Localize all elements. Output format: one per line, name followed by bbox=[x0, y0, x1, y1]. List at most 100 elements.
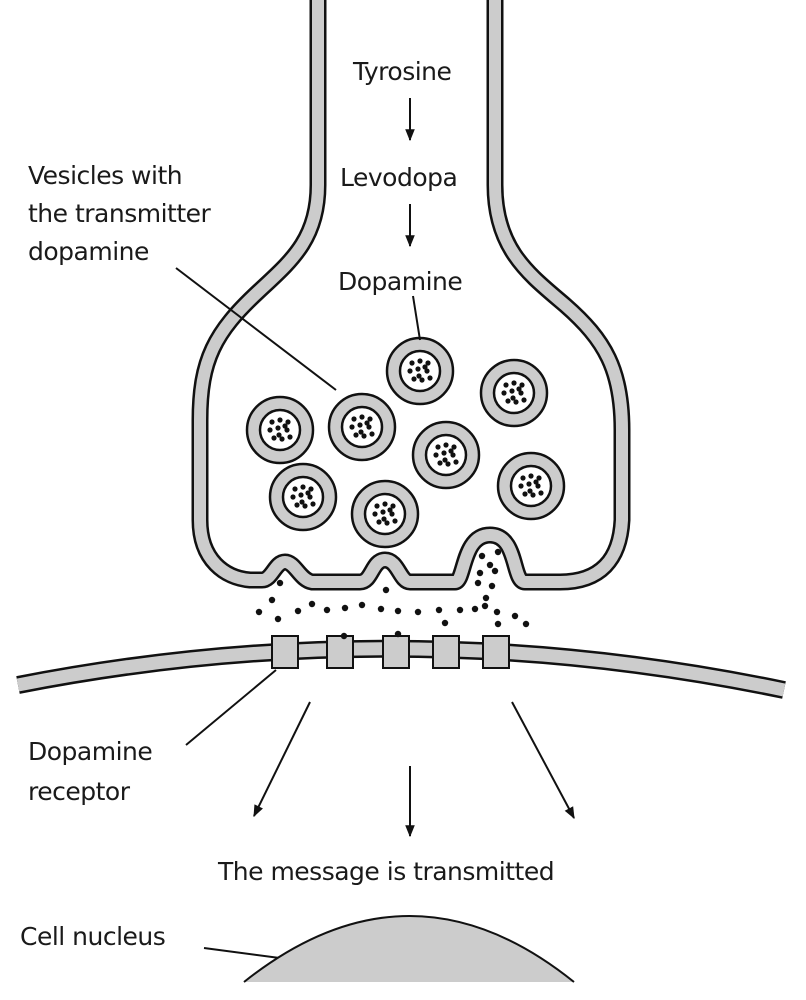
dopamine-molecule bbox=[387, 507, 393, 513]
dopamine-molecule bbox=[422, 364, 428, 370]
dopamine-molecule bbox=[299, 499, 305, 505]
dopamine-molecule bbox=[407, 368, 413, 374]
dopamine-molecule bbox=[536, 475, 542, 481]
dopamine-molecule bbox=[417, 358, 423, 364]
dopamine-molecule bbox=[509, 388, 515, 394]
dopamine-molecule bbox=[442, 457, 448, 463]
dopamine-molecule bbox=[513, 399, 519, 405]
dopamine-molecule bbox=[382, 586, 390, 594]
dopamine-molecule bbox=[518, 390, 524, 396]
dopamine-molecule bbox=[488, 582, 496, 590]
dopamine-molecule bbox=[510, 395, 516, 401]
vesicle-lumen bbox=[509, 464, 553, 508]
dopamine-molecule bbox=[522, 620, 530, 628]
label-vesicles-line2: the transmitter bbox=[28, 199, 212, 228]
dopamine-molecule bbox=[451, 444, 457, 450]
dopamine-molecule bbox=[341, 604, 349, 612]
dopamine-molecule bbox=[351, 416, 357, 422]
dopamine-molecule bbox=[503, 382, 509, 388]
dopamine-molecule bbox=[519, 382, 525, 388]
dopamine-molecule bbox=[366, 424, 372, 430]
dopamine-molecule bbox=[516, 386, 522, 392]
dopamine-molecule bbox=[298, 492, 304, 498]
dopamine-molecule bbox=[493, 608, 501, 616]
dopamine-molecule bbox=[394, 630, 402, 638]
dopamine-molecule bbox=[415, 366, 421, 372]
dopamine-molecule bbox=[307, 494, 313, 500]
dopamine-molecule bbox=[425, 360, 431, 366]
dopamine-molecule bbox=[310, 501, 316, 507]
dopamine-molecule bbox=[526, 481, 532, 487]
dopamine-molecule bbox=[323, 606, 331, 614]
label-receptor-line1: Dopamine bbox=[28, 737, 152, 766]
dopamine-molecule bbox=[533, 479, 539, 485]
dopamine-molecule bbox=[357, 422, 363, 428]
dopamine-molecule bbox=[349, 424, 355, 430]
dopamine-molecule bbox=[367, 416, 373, 422]
dopamine-molecule bbox=[279, 436, 285, 442]
dopamine-molecule bbox=[382, 501, 388, 507]
label-dopamine: Dopamine bbox=[338, 267, 462, 296]
vesicle-lumen bbox=[281, 475, 325, 519]
dopamine-molecule bbox=[284, 427, 290, 433]
dopamine-molecule bbox=[445, 461, 451, 467]
vesicle bbox=[245, 395, 315, 465]
dopamine-molecule bbox=[358, 429, 364, 435]
dopamine-molecule bbox=[450, 452, 456, 458]
dopamine-molecule bbox=[437, 460, 443, 466]
vesicles bbox=[245, 336, 566, 549]
vesicle-lumen bbox=[258, 408, 302, 452]
dopamine-molecule bbox=[390, 503, 396, 509]
vesicle bbox=[268, 462, 338, 532]
label-receptor-line2: receptor bbox=[28, 777, 131, 806]
dopamine-molecule bbox=[471, 605, 479, 613]
vesicle bbox=[385, 336, 455, 406]
dopamine-molecule bbox=[505, 398, 511, 404]
dopamine-molecule bbox=[522, 491, 528, 497]
dopamine-molecule bbox=[414, 608, 422, 616]
dopamine-molecule bbox=[372, 511, 378, 517]
dopamine-molecule bbox=[277, 417, 283, 423]
dopamine-molecule bbox=[478, 552, 486, 560]
dopamine-molecule bbox=[268, 596, 276, 604]
signal-arrow-left bbox=[253, 701, 311, 818]
cell-nucleus-outline bbox=[243, 915, 575, 983]
dopamine-molecule bbox=[302, 503, 308, 509]
dopamine-molecule bbox=[419, 377, 425, 383]
label-levodopa: Levodopa bbox=[340, 163, 457, 192]
label-cell-nucleus: Cell nucleus bbox=[20, 922, 165, 951]
presynaptic-terminal bbox=[191, 0, 631, 591]
vesicle-lumen bbox=[398, 349, 442, 393]
label-tyrosine: Tyrosine bbox=[352, 57, 452, 86]
dopamine-molecule bbox=[482, 594, 490, 602]
dopamine-molecule bbox=[441, 619, 449, 627]
dopamine-receptor bbox=[432, 635, 460, 669]
dopamine-molecule bbox=[435, 444, 441, 450]
signal-arrow-right bbox=[511, 701, 575, 820]
dopamine-molecule bbox=[511, 380, 517, 386]
dopamine-molecule bbox=[294, 502, 300, 508]
vesicle-lumen bbox=[363, 492, 407, 536]
leader-vesicles bbox=[175, 267, 337, 391]
dopamine-molecule bbox=[481, 602, 489, 610]
dopamine-molecule bbox=[274, 615, 282, 623]
dopamine-receptor bbox=[382, 635, 410, 669]
vesicle bbox=[350, 479, 420, 549]
dopamine-receptor bbox=[482, 635, 510, 669]
dopamine-molecule bbox=[435, 606, 443, 614]
dopamine-molecule bbox=[300, 484, 306, 490]
dopamine-molecule bbox=[292, 486, 298, 492]
dopamine-molecule bbox=[381, 516, 387, 522]
dopamine-molecule bbox=[369, 431, 375, 437]
dopamine-molecule bbox=[392, 518, 398, 524]
dopamine-molecule bbox=[271, 435, 277, 441]
dopamine-molecule bbox=[443, 442, 449, 448]
dopamine-molecule bbox=[424, 368, 430, 374]
dopamine-molecule bbox=[427, 375, 433, 381]
dopamine-molecule bbox=[255, 608, 263, 616]
dopamine-molecule bbox=[530, 492, 536, 498]
dopamine-molecule bbox=[476, 569, 484, 577]
dopamine-receptors bbox=[271, 635, 510, 669]
dopamine-receptor bbox=[271, 635, 299, 669]
dopamine-receptor bbox=[326, 635, 354, 669]
